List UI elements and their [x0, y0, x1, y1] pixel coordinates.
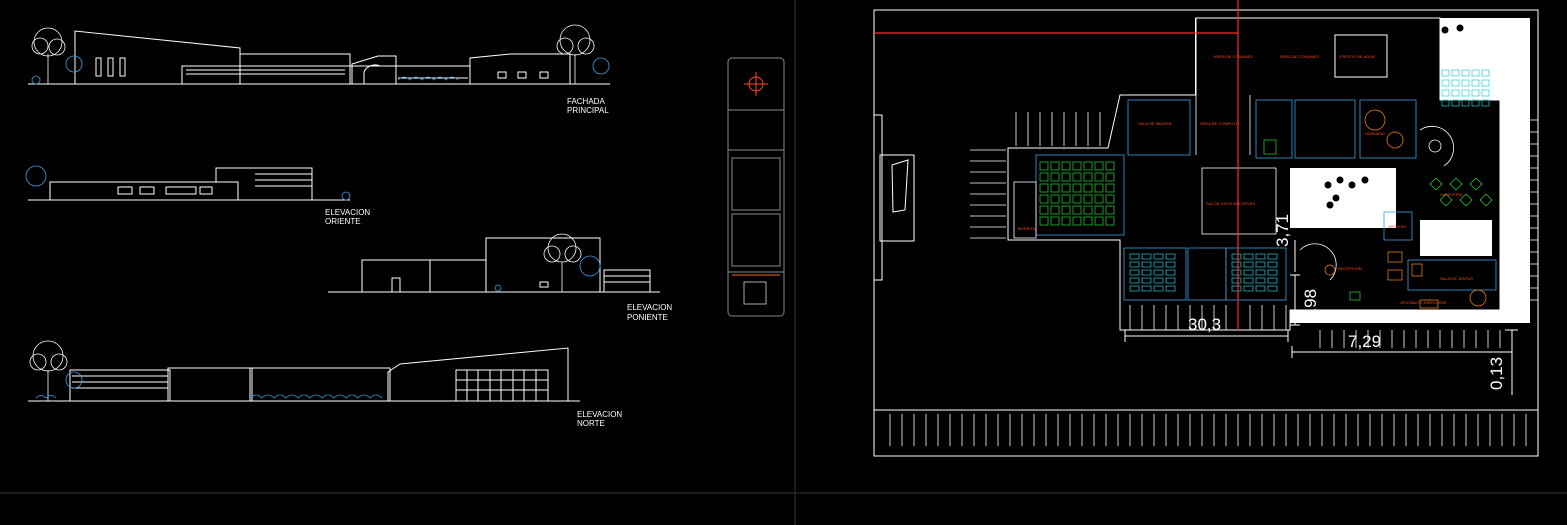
room-label-area-comunes-a: AREA DE COMUNES	[1214, 54, 1253, 59]
elevation-poniente-label-1: ELEVACION	[627, 303, 672, 312]
dimension-height-a: 3,71	[1273, 214, 1292, 247]
room-label-oficinas: OFICINAS Y DIRECCION	[1400, 300, 1446, 305]
elevation-oriente	[28, 167, 350, 201]
dimension-width-main: 30,3	[1188, 315, 1221, 334]
elevation-principal-label-1: FACHADA	[567, 97, 605, 106]
elevation-oriente-label-2: ORIENTE	[325, 217, 361, 226]
dimension-height-b: 7,98	[1301, 289, 1320, 322]
room-label-sala-imagen: SALA DE IMAGEN	[1138, 121, 1172, 126]
shrub-icon	[35, 371, 383, 399]
tree-icon	[543, 233, 582, 292]
seating-cyan	[1129, 69, 1490, 292]
room-label-area-comunes-b: AREA DE COMUNES	[1280, 54, 1319, 59]
room-label-salon-usos: SALON USOS MULTIPLES	[1206, 201, 1255, 206]
north-arrow-icon	[744, 72, 768, 96]
furniture-green	[1263, 139, 1493, 301]
elevation-norte	[28, 347, 580, 402]
elevation-oriente-label-1: ELEVACION	[325, 208, 370, 217]
dimension-width-b: 7,29	[1348, 332, 1381, 351]
tree-icon	[29, 340, 68, 401]
parking-stalls	[889, 112, 1538, 446]
elevation-poniente	[328, 237, 660, 293]
room-label-area-computo: AREA DE COMPUTO	[1200, 121, 1239, 126]
room-label-bodega: BODEGA	[1018, 226, 1035, 231]
room-label-sala-juntas: SALA DE JUNTAS	[1440, 276, 1473, 281]
room-label-espejo-agua: ESPEJO DE AGUA	[1340, 54, 1375, 59]
interior-walls	[1013, 95, 1454, 281]
elevation-norte-label-2: NORTE	[577, 419, 605, 428]
furniture-orange	[1324, 109, 1487, 309]
tree-icon	[31, 24, 595, 84]
room-label-cafeteria: CAFETERIA	[1440, 192, 1463, 197]
seating-green	[1039, 161, 1115, 226]
planter-icon	[1324, 24, 1464, 209]
dimension-offset: 0,13	[1487, 357, 1506, 390]
title-block	[727, 57, 785, 317]
elevation-poniente-label-2: PONIENTE	[627, 313, 668, 322]
room-label-gimnasio: GIMNASIO	[1365, 131, 1385, 136]
elevation-norte-label-1: ELEVACION	[577, 410, 622, 419]
elevation-principal	[28, 30, 610, 85]
shrub-icon	[25, 165, 351, 201]
axis-lines	[874, 0, 1239, 330]
site-left-structures	[873, 114, 1539, 457]
room-label-recepcion: RECEPCION	[1338, 266, 1362, 271]
site-plan	[873, 9, 1539, 457]
shrub-icon	[494, 255, 601, 292]
room-label-archivo: ARCHIVO	[1388, 224, 1406, 229]
dimension-lines	[1124, 240, 1518, 395]
shrub-icon	[31, 55, 610, 85]
room-labels: AREA DE COMUNES AREA DE COMUNES ESPEJO D…	[1018, 54, 1473, 305]
elevation-principal-label-2: PRINCIPAL	[567, 106, 609, 115]
